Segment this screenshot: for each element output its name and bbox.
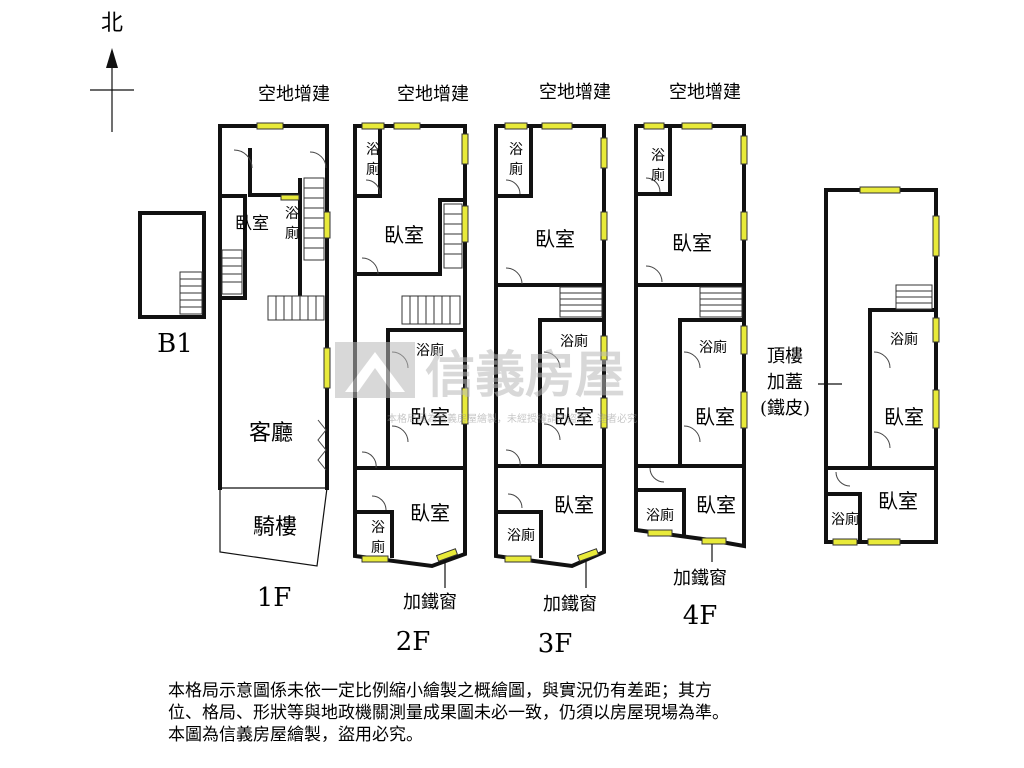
f4-bedroom-2: 臥室	[695, 405, 735, 429]
f1-living-label: 客廳	[249, 421, 293, 446]
f4-bath-top: 浴	[651, 148, 665, 164]
b1-plan	[138, 211, 206, 319]
f3-label: 3F	[538, 629, 573, 659]
roof-label-1: 頂樓	[767, 346, 803, 367]
f2-bath-top: 浴	[366, 142, 380, 158]
watermark-brand: 信義房屋	[425, 346, 625, 404]
f4-bedroom-1: 臥室	[672, 231, 712, 255]
roof-label-2: 加蓋	[767, 372, 803, 393]
f4-iron-window: 加鐵窗	[673, 568, 727, 589]
f2-plan	[353, 122, 469, 588]
f2-bath-bottom: 廁	[366, 161, 380, 178]
f4-bedroom-3: 臥室	[696, 493, 736, 517]
f3-bath-low: 浴廁	[507, 527, 535, 544]
b1-label: B1	[157, 329, 193, 359]
f4-bath-low: 浴廁	[646, 507, 674, 524]
f3-bedroom-2: 臥室	[554, 405, 594, 429]
roof-bedroom-1: 臥室	[884, 405, 924, 429]
f2-bath-mid: 浴廁	[416, 342, 444, 359]
f1-arcade-label: 騎樓	[253, 515, 297, 540]
f4-bath-mid: 浴廁	[699, 339, 727, 356]
f3-bedroom-3: 臥室	[554, 493, 594, 517]
watermark: 信義房屋 本格局圖為信義房屋繪製，未經授權請勿盜用，違者必究	[335, 342, 637, 425]
north-arrow-icon	[90, 48, 134, 132]
f1-bedroom-label: 臥室	[235, 214, 269, 234]
f4-label: 4F	[683, 601, 718, 631]
f2-bath-low-top: 浴	[371, 520, 385, 536]
watermark-fine-print: 本格局圖為信義房屋繪製，未經授權請勿盜用，違者必究	[387, 412, 637, 425]
f3-bath-bottom: 廁	[509, 161, 523, 178]
f1-annex-label: 空地增建	[258, 84, 330, 105]
f1-bath-bottom: 廁	[285, 225, 299, 242]
roof-bedroom-2: 臥室	[878, 489, 918, 513]
f1-label: 1F	[257, 583, 292, 613]
f2-bedroom-1: 臥室	[384, 223, 424, 247]
disclaimer-line-1: 本格局示意圖係未依一定比例縮小繪製之概繪圖，與實況仍有差距；其方	[168, 681, 712, 701]
roof-plan	[818, 186, 940, 546]
f4-bath-bottom: 廁	[651, 167, 665, 184]
house-logo-icon	[335, 342, 415, 398]
f1-plan	[218, 122, 331, 567]
f3-plan	[494, 122, 608, 588]
f3-bedroom-1: 臥室	[535, 227, 575, 251]
f3-annex-label: 空地增建	[539, 82, 611, 103]
roof-label-3: (鐵皮)	[760, 398, 810, 419]
disclaimer-note: 本格局示意圖係未依一定比例縮小繪製之概繪圖，與實況仍有差距；其方 位、格局、形狀…	[168, 680, 968, 746]
f2-label: 2F	[396, 627, 431, 657]
f3-bath-mid: 浴廁	[560, 333, 588, 350]
f3-bath-top: 浴	[509, 142, 523, 158]
f2-bedroom-3: 臥室	[410, 501, 450, 525]
f1-bath-top: 浴	[285, 206, 299, 222]
roof-bath-low: 浴廁	[831, 511, 859, 528]
north-label: 北	[101, 11, 123, 36]
disclaimer-line-2: 位、格局、形狀等與地政機關測量成果圖未必一致，仍須以房屋現場為準。	[168, 703, 729, 723]
f2-bath-low-bottom: 廁	[371, 539, 385, 556]
f2-annex-label: 空地增建	[397, 84, 469, 105]
f2-iron-window: 加鐵窗	[403, 592, 457, 613]
disclaimer-line-3: 本圖為信義房屋繪製，盜用必究。	[168, 725, 423, 745]
f2-bedroom-2: 臥室	[410, 405, 450, 429]
f3-iron-window: 加鐵窗	[543, 594, 597, 615]
f4-plan	[634, 122, 748, 562]
roof-bath: 浴廁	[890, 331, 918, 348]
f4-annex-label: 空地增建	[669, 82, 741, 103]
